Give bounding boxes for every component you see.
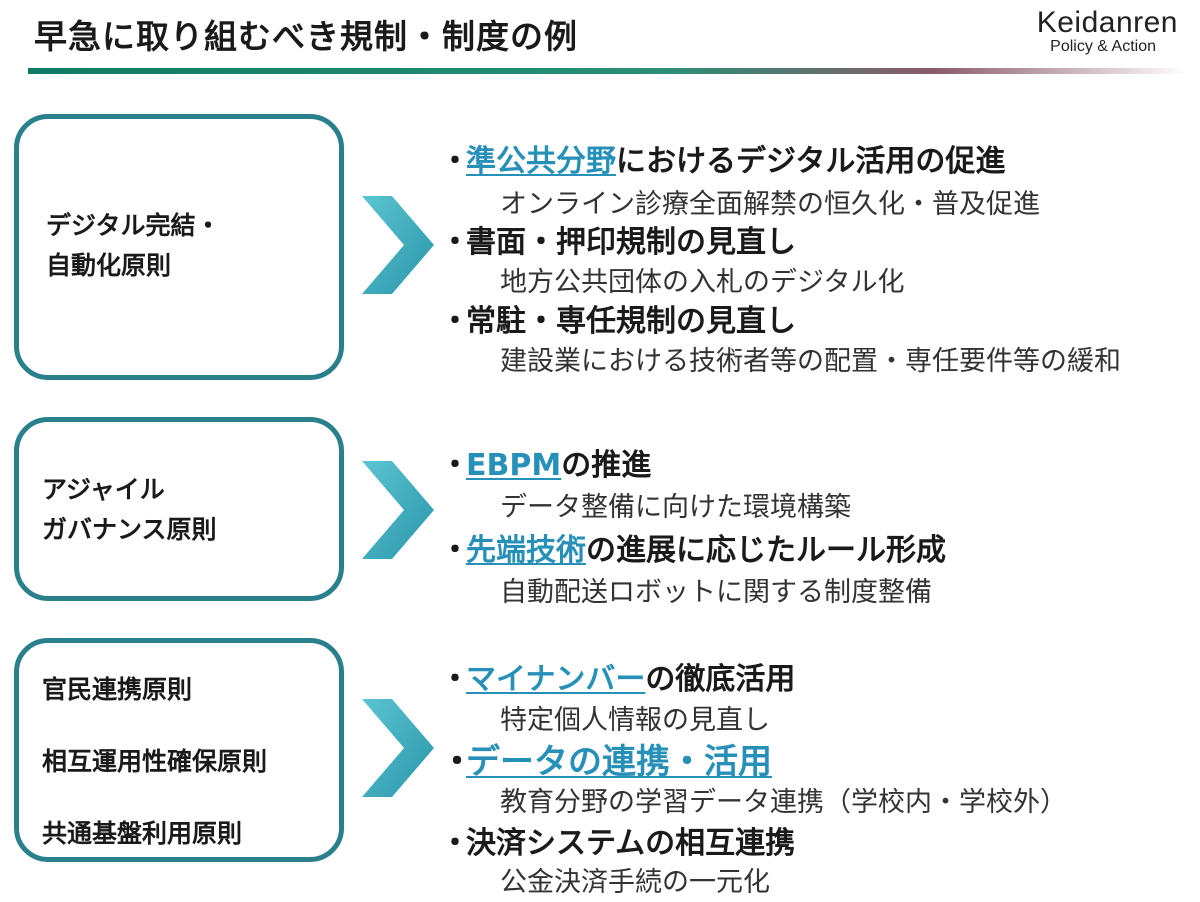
chevron-right-icon — [362, 461, 434, 559]
principle-box-3 — [14, 638, 344, 862]
item-heading-5: ・先端技術の進展に応じたルール形成 — [440, 533, 946, 568]
item-heading-3: ・常駐・専任規制の見直し — [440, 304, 796, 339]
principle-text-3: 官民連携原則 相互運用性確保原則 共通基盤利用原則 — [42, 654, 267, 870]
principle-line: 官民連携原則 — [42, 675, 193, 704]
item-detail-5: 自動配送ロボットに関する制度整備 — [500, 577, 932, 608]
highlight-link[interactable]: EBPM — [466, 448, 562, 483]
highlight-link[interactable]: 準公共分野 — [466, 144, 616, 179]
item-detail-2: 地方公共団体の入札のデジタル化 — [500, 267, 905, 298]
chevron-right-icon — [362, 699, 434, 797]
highlight-link[interactable]: データの連携・活用 — [466, 742, 772, 782]
item-detail-1: オンライン診療全面解禁の恒久化・普及促進 — [500, 189, 1040, 220]
brand-subtitle: Policy & Action — [1050, 38, 1156, 55]
chevron-right-icon — [362, 196, 434, 294]
principle-line: 自動化原則 — [46, 251, 172, 280]
title-rule — [28, 68, 1188, 74]
principle-line: 相互運用性確保原則 — [42, 747, 268, 776]
item-heading-2: ・書面・押印規制の見直し — [440, 225, 796, 260]
item-detail-4: データ整備に向けた環境構築 — [500, 492, 851, 523]
principle-text-2: アジャイル ガバナンス原則 — [42, 470, 217, 550]
item-heading-4: ・EBPMの推進 — [440, 448, 652, 483]
item-heading-6: ・マイナンバーの徹底活用 — [440, 662, 796, 697]
item-heading-7: ・データの連携・活用 — [440, 742, 772, 782]
item-heading-8: ・決済システムの相互連携 — [440, 826, 796, 861]
principle-box-1 — [14, 114, 344, 380]
principle-line: デジタル完結・ — [46, 211, 221, 240]
principle-box-2 — [14, 417, 344, 601]
page-title: 早急に取り組むべき規制・制度の例 — [34, 17, 578, 56]
item-detail-6: 特定個人情報の見直し — [500, 705, 770, 736]
principle-text-1: デジタル完結・ 自動化原則 — [46, 206, 221, 286]
highlight-link[interactable]: 先端技術 — [466, 533, 586, 568]
item-heading-1: ・準公共分野におけるデジタル活用の促進 — [440, 144, 1006, 179]
principle-line: アジャイル — [42, 475, 165, 504]
brand-name: Keidanren — [1036, 6, 1178, 39]
item-detail-3: 建設業における技術者等の配置・専任要件等の緩和 — [500, 346, 1121, 377]
highlight-link[interactable]: マイナンバー — [466, 662, 646, 697]
item-detail-8: 公金決済手続の一元化 — [500, 867, 770, 898]
principle-line: 共通基盤利用原則 — [42, 819, 243, 848]
brand-logo: Keidanren Policy & Action — [1037, 6, 1178, 56]
item-detail-7: 教育分野の学習データ連携（学校内・学校外） — [500, 787, 1067, 818]
principle-line: ガバナンス原則 — [42, 515, 217, 544]
